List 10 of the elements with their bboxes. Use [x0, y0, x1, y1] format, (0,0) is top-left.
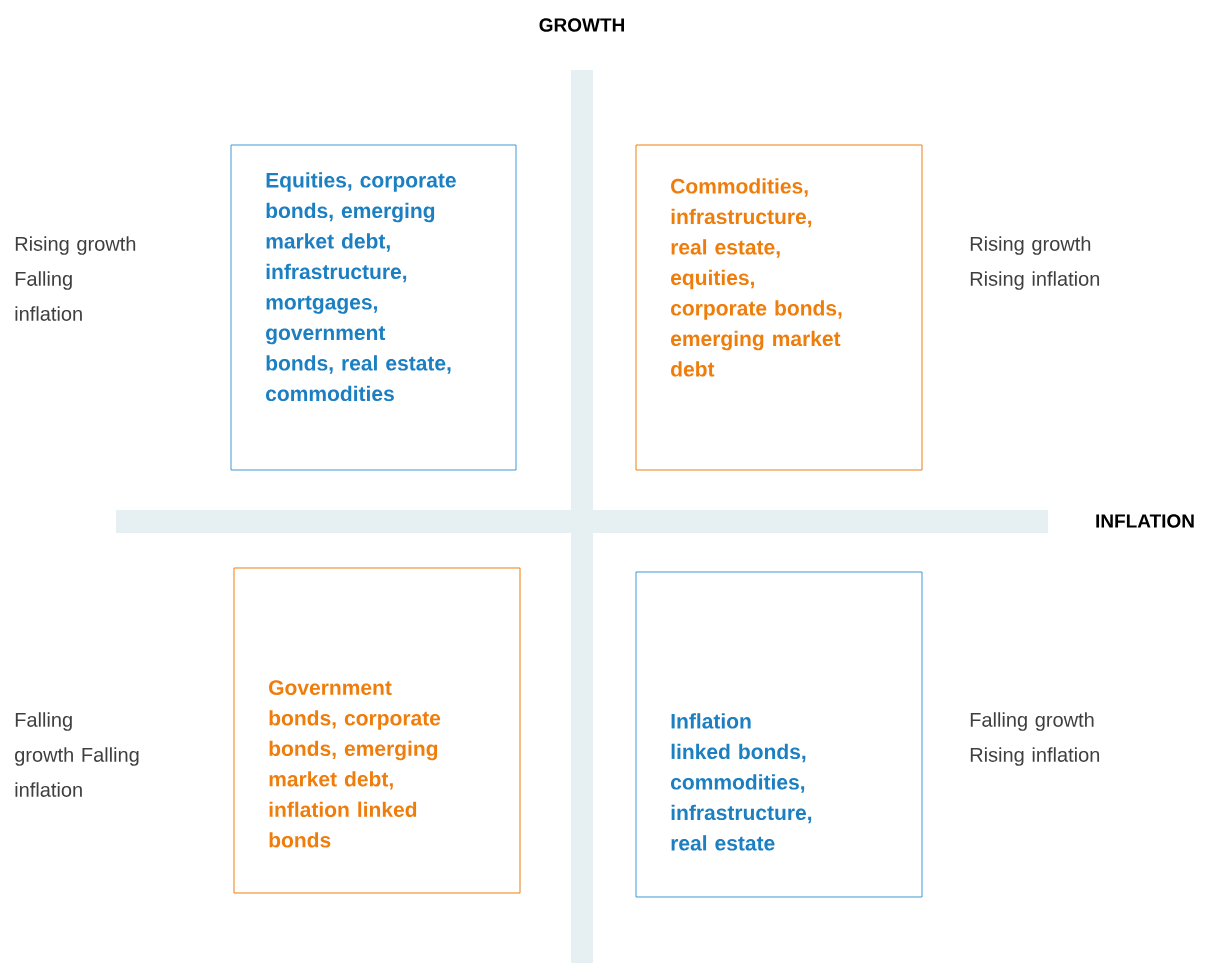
quadrant-box: Commodities, infrastructure, real estate, equities, corporate bonds, emerging market debt [635, 144, 923, 471]
quadrant-box: Government bonds, corporate bonds, emerging market debt, inflation linked bonds [233, 567, 521, 894]
quadrant-label: Rising growth Rising inflation [970, 236, 1100, 290]
axis-label: INFLATION [1096, 514, 1194, 528]
quadrant-label: Falling growth Falling inflation [15, 712, 139, 797]
quadrant-box: Inflation linked bonds, commodities, infrastructure, real estate [635, 571, 923, 898]
axis-label: GROWTH [539, 18, 624, 32]
quadrant-label: Rising growth Falling inflation [15, 236, 136, 321]
quadrant-label: Falling growth Rising inflation [970, 712, 1100, 766]
quadrant-box: Equities, corporate bonds, emerging market debt, infrastructure, mortgages, government bonds, real estate, commodities [230, 144, 517, 471]
